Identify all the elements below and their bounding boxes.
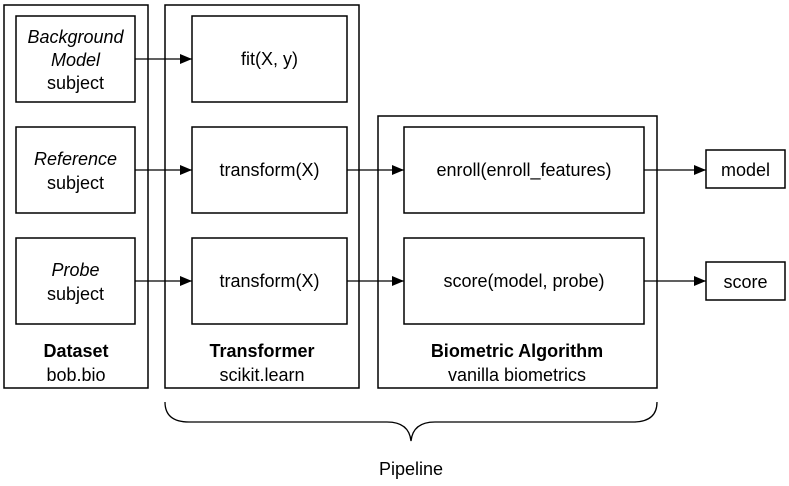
algorithm-title: Biometric Algorithm bbox=[431, 341, 603, 361]
probe-label-line2: subject bbox=[47, 284, 104, 304]
background-model-subject-box bbox=[15, 15, 136, 103]
reference-subject-box bbox=[15, 126, 136, 214]
pipeline-label: Pipeline bbox=[379, 459, 443, 479]
enroll-label: enroll(enroll_features) bbox=[436, 160, 611, 181]
transformer-column-frame bbox=[164, 4, 360, 389]
background-model-label-line3: subject bbox=[47, 73, 104, 93]
background-model-label-line1: Background bbox=[27, 27, 124, 47]
score-output-box bbox=[705, 261, 786, 301]
transform-reference-label: transform(X) bbox=[219, 160, 319, 180]
model-output-box bbox=[705, 149, 786, 189]
reference-label-line1: Reference bbox=[34, 149, 117, 169]
reference-label-line2: subject bbox=[47, 173, 104, 193]
fit-label: fit(X, y) bbox=[241, 49, 298, 69]
transformer-subtitle: scikit.learn bbox=[219, 365, 304, 385]
algorithm-column-frame bbox=[377, 115, 658, 389]
probe-label-line1: Probe bbox=[51, 260, 99, 280]
dataset-title: Dataset bbox=[43, 341, 108, 361]
pipeline-brace bbox=[164, 401, 658, 442]
transform-reference-box bbox=[191, 126, 348, 214]
transformer-title: Transformer bbox=[209, 341, 314, 361]
transform-probe-label: transform(X) bbox=[219, 271, 319, 291]
dataset-column-frame bbox=[3, 4, 149, 389]
score-output-label: score bbox=[723, 272, 767, 292]
model-output-label: model bbox=[721, 160, 770, 180]
fit-box bbox=[191, 15, 348, 103]
dataset-subtitle: bob.bio bbox=[46, 365, 105, 385]
score-label: score(model, probe) bbox=[443, 271, 604, 291]
probe-subject-box bbox=[15, 237, 136, 325]
background-model-label-line2: Model bbox=[51, 50, 101, 70]
algorithm-subtitle: vanilla biometrics bbox=[448, 365, 586, 385]
